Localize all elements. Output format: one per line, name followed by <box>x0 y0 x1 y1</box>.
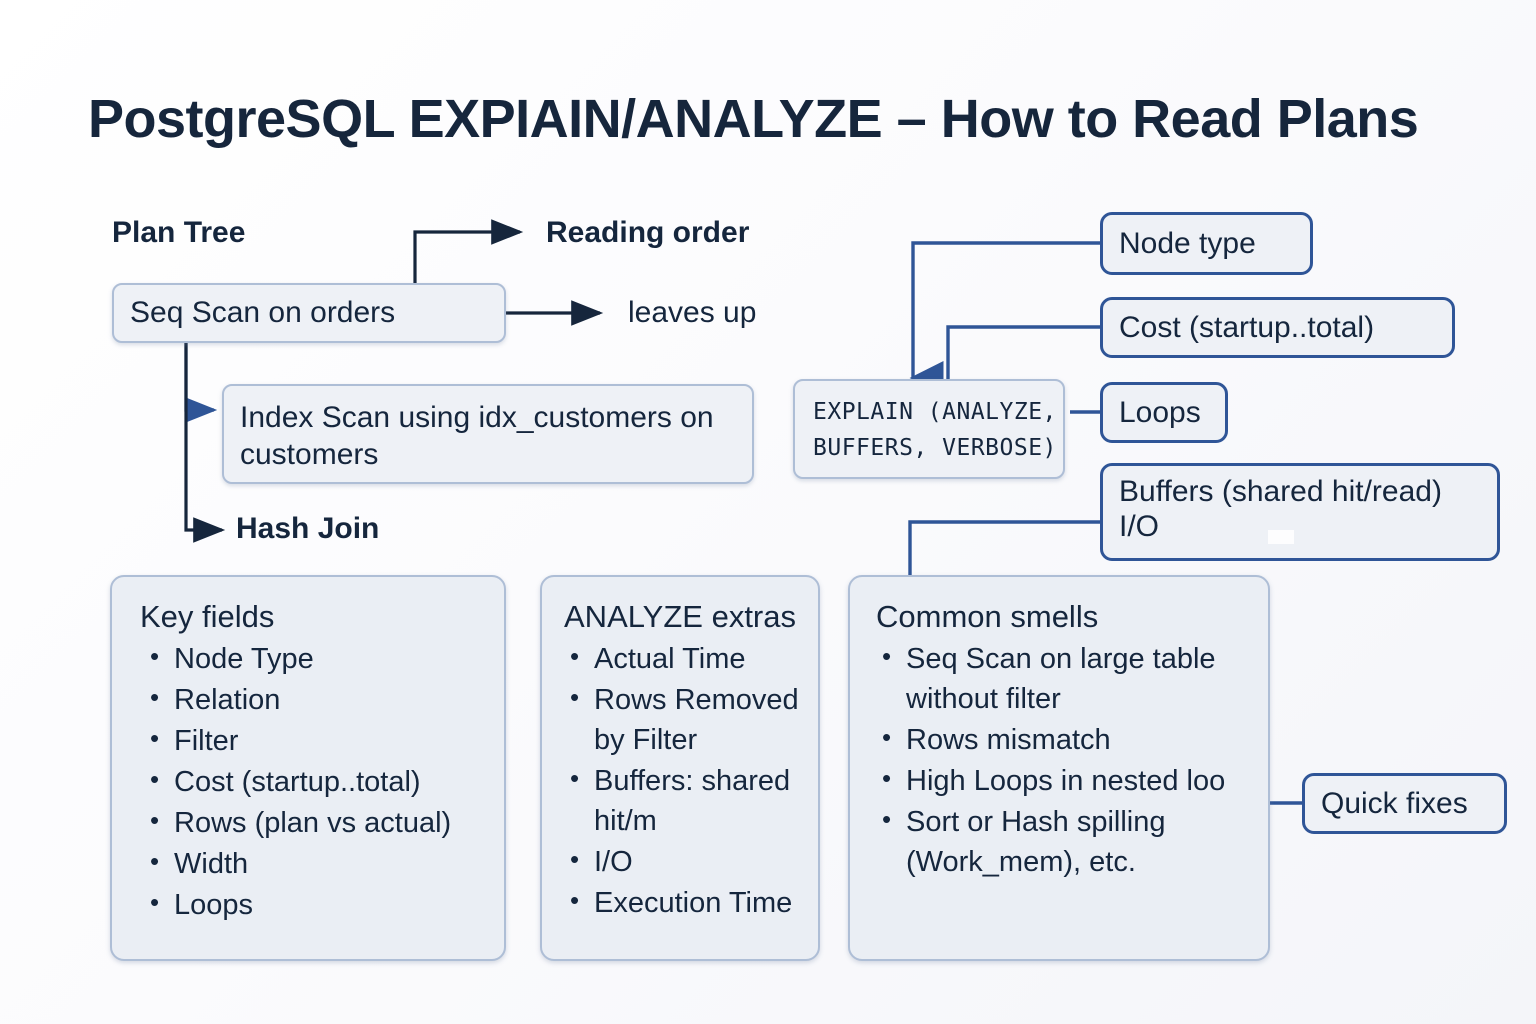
list-item: Filter <box>150 721 486 761</box>
callout-quick-fixes[interactable]: Quick fixes <box>1302 773 1507 834</box>
callout-quick-fixes-label: Quick fixes <box>1321 786 1468 820</box>
list-item: Cost (startup..total) <box>150 762 486 802</box>
list-item: Execution Time <box>570 883 800 923</box>
plan-node-seq-scan-label: Seq Scan on orders <box>130 295 396 329</box>
list-item: High Loops in nested loo <box>882 761 1250 801</box>
wire-buffers <box>908 520 1100 575</box>
wire-reading-order <box>413 219 524 287</box>
list-item: Rows mismatch <box>882 720 1250 760</box>
explain-code-box[interactable]: EXPLAIN (ANALYZE, BUFFERS, VERBOSE) <box>793 379 1065 479</box>
plan-node-seq-scan[interactable]: Seq Scan on orders <box>112 283 506 343</box>
callout-buffers-io[interactable]: Buffers (shared hit/read) I/O <box>1100 463 1500 561</box>
explain-code-line-1: EXPLAIN (ANALYZE, <box>813 399 1057 425</box>
wire-to-hash-join <box>184 341 226 543</box>
list-item: I/O <box>570 842 800 882</box>
panel-key-fields: Key fields Node Type Relation Filter Cos… <box>110 575 506 961</box>
list-item: Seq Scan on large table without filter <box>882 639 1250 719</box>
panel-analyze-extras-list: Actual Time Rows Removed by Filter Buffe… <box>564 639 800 923</box>
callout-loops-label: Loops <box>1119 395 1201 429</box>
panel-common-smells-list: Seq Scan on large table without filter R… <box>876 639 1250 882</box>
callout-loops[interactable]: Loops <box>1100 382 1228 443</box>
list-item: Sort or Hash spilling (Work_mem), etc. <box>882 802 1250 882</box>
list-item: Buffers: shared hit/m <box>570 761 800 841</box>
panel-common-smells: Common smells Seq Scan on large table wi… <box>848 575 1270 961</box>
callout-cost[interactable]: Cost (startup..total) <box>1100 297 1455 358</box>
label-leaves-up: leaves up <box>628 296 757 329</box>
list-item: Rows (plan vs actual) <box>150 803 486 843</box>
callout-node-type-label: Node type <box>1119 226 1256 260</box>
callout-buffers-io-label: Buffers (shared hit/read) I/O <box>1119 475 1442 544</box>
label-reading-order: Reading order <box>546 216 750 249</box>
list-item: Relation <box>150 680 486 720</box>
panel-common-smells-title: Common smells <box>876 599 1099 634</box>
explain-code-line-2: BUFFERS, VERBOSE) <box>813 434 1057 461</box>
plan-node-hash-join: Hash Join <box>236 512 380 545</box>
plan-node-index-scan-label: Index Scan using idx_customers on custom… <box>240 401 714 471</box>
page-title: PostgreSQL EXPIAIN/ANALYZE – How to Read… <box>88 89 1419 149</box>
panel-analyze-extras-title: ANALYZE extras <box>564 599 797 634</box>
wire-node-type <box>909 241 1100 395</box>
panel-key-fields-title: Key fields <box>140 599 275 634</box>
panel-analyze-extras: ANALYZE extras Actual Time Rows Removed … <box>540 575 820 961</box>
callout-cost-label: Cost (startup..total) <box>1119 310 1375 344</box>
plan-node-index-scan[interactable]: Index Scan using idx_customers on custom… <box>222 384 754 484</box>
list-item: Rows Removed by Filter <box>570 680 800 760</box>
wire-to-index-scan <box>184 341 218 423</box>
list-item: Width <box>150 844 486 884</box>
list-item: Node Type <box>150 639 486 679</box>
list-item: Loops <box>150 885 486 925</box>
list-item: Actual Time <box>570 639 800 679</box>
plan-tree-heading: Plan Tree <box>112 216 246 249</box>
panel-key-fields-list: Node Type Relation Filter Cost (startup.… <box>140 639 486 925</box>
callout-node-type[interactable]: Node type <box>1100 212 1313 275</box>
render-artifact <box>1268 530 1294 544</box>
